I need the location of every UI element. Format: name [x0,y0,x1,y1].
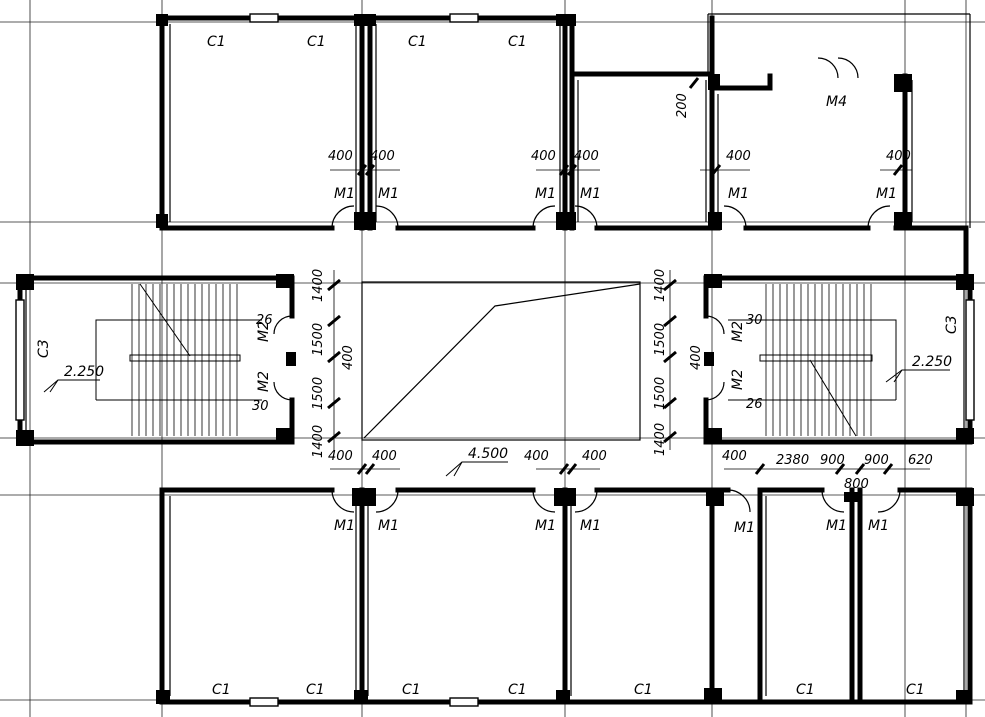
dimension-text: 400 [328,449,353,464]
door-tag: M1 [876,186,897,202]
window-tag-c3: C3 [944,315,960,334]
window-tag: C1 [408,34,427,50]
door-tag-m2: M2 [730,321,746,342]
window-tag: C1 [906,682,925,698]
window-tag: C1 [207,34,226,50]
window-openings [15,13,975,707]
dimension-text: 400 [524,449,549,464]
corridor-void [361,281,641,441]
dimension-text: 400 [886,149,911,164]
window-tag: C1 [402,682,421,698]
stair-riser-label: 26 [746,397,763,412]
dimension-text: 1400 [311,269,326,302]
window-tag: C1 [307,34,326,50]
door-tag: M1 [535,518,556,534]
stair-treads [131,284,872,436]
dimension-text: 800 [844,477,869,492]
stair-riser-label: 30 [252,399,269,414]
dimension-text: 620 [908,453,933,468]
dimension-text: 1500 [311,377,326,410]
columns [16,14,974,704]
stair-handrails [95,283,897,437]
window-tag: C1 [508,682,527,698]
level-text: 2.250 [64,364,104,380]
window-tag: C1 [508,34,527,50]
door-tag: M1 [728,186,749,202]
door-tag-m2: M2 [256,371,272,392]
stair-riser-label: 30 [746,313,763,328]
dimension-text: 2380 [776,453,809,468]
door-tag: M1 [580,186,601,202]
dimension-text: 1400 [653,269,668,302]
door-tag: M1 [334,518,355,534]
door-tag-m4: M4 [826,94,847,110]
dimension-text: 400 [372,449,397,464]
dimension-text: 1400 [653,423,668,456]
dimension-text: 400 [531,149,556,164]
window-tag: C1 [306,682,325,698]
dimension-text: 900 [864,453,889,468]
door-tag: M1 [826,518,847,534]
dimension-text: 900 [820,453,845,468]
dimension-text: 1500 [653,323,668,356]
door-tag: M1 [378,518,399,534]
door-tag: M1 [378,186,399,202]
level-text: 2.250 [912,354,952,370]
dimension-text: 1500 [311,323,326,356]
dimension-text: 400 [582,449,607,464]
level-text: 4.500 [468,446,508,462]
dimension-text: 400 [328,149,353,164]
door-tag-m2: M2 [256,321,272,342]
window-tag: C1 [634,682,653,698]
dimension-text: 400 [341,345,356,370]
door-tag: M1 [868,518,889,534]
dimension-text: 200 [675,93,690,118]
door-swings [273,57,901,513]
dimension-text: 400 [722,449,747,464]
door-tag-m2: M2 [730,369,746,390]
door-tag: M1 [535,186,556,202]
walls [17,15,973,705]
inner-wall-lines [25,13,971,696]
door-tag: M1 [334,186,355,202]
dimension-text: 400 [574,149,599,164]
dimension-text: 400 [370,149,395,164]
dimension-text: 1500 [653,377,668,410]
stair-riser-label: 26 [256,313,273,328]
door-tag: M1 [734,520,755,536]
door-tag: M1 [580,518,601,534]
dimension-text: 1400 [311,425,326,458]
window-tag: C1 [212,682,231,698]
dimension-text: 400 [689,345,704,370]
window-tag: C1 [796,682,815,698]
dimension-lines [330,169,930,470]
window-tag-c3: C3 [36,339,52,358]
dimension-text: 400 [726,149,751,164]
level-markers [43,369,950,477]
